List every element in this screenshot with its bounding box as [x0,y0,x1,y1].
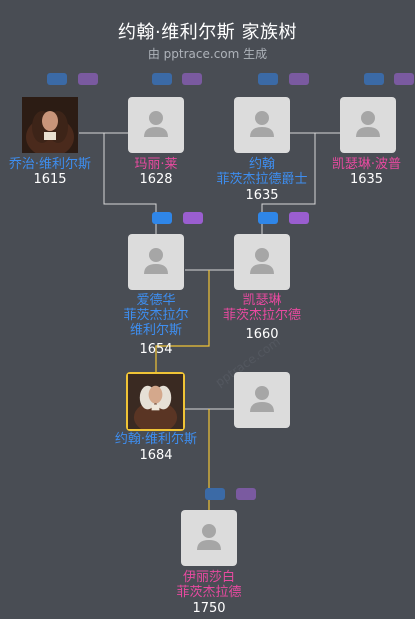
person-year: 1615 [33,172,67,187]
person-name: 乔治·维利尔斯 [8,157,92,172]
expand-parents-button[interactable] [258,212,278,224]
expand-siblings-button[interactable] [78,73,98,85]
person-photo-george[interactable] [22,97,78,153]
person-name: 约翰 菲茨杰拉德爵士 [216,157,308,187]
portrait-icon [128,374,183,429]
person-card-catherine-fitz[interactable] [234,234,290,290]
person-photo-john-villiers[interactable] [126,372,185,431]
expand-parents-button[interactable] [364,73,384,85]
person-name: 凯瑟琳·波普 [331,157,402,172]
person-card-edward[interactable] [128,234,184,290]
page-subtitle: 由 pptrace.com 生成 [147,47,268,61]
avatar-placeholder-icon [197,524,221,550]
person-name: 爱德华 菲茨杰拉尔 维利尔斯 [123,293,189,338]
expand-parents-button[interactable] [258,73,278,85]
avatar-placeholder-icon [250,111,274,137]
page-title: 约翰·维利尔斯 家族树 [118,22,297,43]
person-year: 1635 [245,188,279,203]
person-card-elizabeth[interactable] [181,510,237,566]
portrait-icon [22,97,78,153]
person-card-john-fenwick[interactable] [234,97,290,153]
person-year: 1750 [192,601,226,616]
person-name: 伊丽莎白 菲茨杰拉德 [176,570,242,600]
person-card-catherine-power[interactable] [340,97,396,153]
person-year: 1635 [349,172,384,187]
person-name: 玛丽·莱 [134,157,178,172]
person-name: 凯瑟琳 菲茨杰拉尔德 [222,293,301,323]
avatar-placeholder-icon [356,111,380,137]
person-card-spouse[interactable] [234,372,290,428]
expand-siblings-button[interactable] [183,212,203,224]
expand-parents-button[interactable] [205,488,225,500]
expand-siblings-button[interactable] [289,73,309,85]
expand-parents-button[interactable] [152,212,172,224]
expand-siblings-button[interactable] [394,73,414,85]
expand-siblings-button[interactable] [182,73,202,85]
person-year: 1660 [245,327,279,342]
connector-gen2-down [155,270,210,372]
avatar-placeholder-icon [144,111,168,137]
avatar-placeholder-icon [144,248,168,274]
expand-parents-button[interactable] [152,73,172,85]
expand-siblings-button[interactable] [236,488,256,500]
person-year: 1654 [139,342,173,357]
person-card-mary[interactable] [128,97,184,153]
avatar-placeholder-icon [250,248,274,274]
person-year: 1684 [139,448,173,463]
person-name: 约翰·维利尔斯 [114,432,198,447]
person-year: 1628 [139,172,173,187]
expand-siblings-button[interactable] [289,212,309,224]
expand-parents-button[interactable] [47,73,67,85]
avatar-placeholder-icon [250,386,274,412]
